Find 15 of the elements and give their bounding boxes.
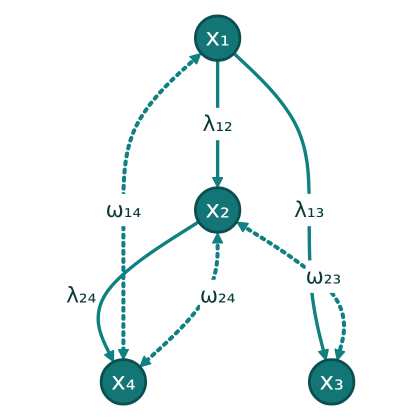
edge-label: ω₁₄	[106, 196, 142, 222]
edge-label: λ₁₃	[294, 196, 324, 222]
arrow	[117, 52, 202, 360]
arrow	[236, 222, 346, 361]
node-circle: x₂	[194, 186, 242, 234]
edge-label: ω₂₃	[306, 263, 342, 289]
arrow	[96, 220, 200, 362]
edge-label: ω₂₄	[200, 282, 236, 308]
node-circle: x₁	[194, 14, 242, 62]
node-circle: x₄	[100, 358, 148, 406]
edge-label: λ₂₄	[66, 282, 96, 308]
arrow	[232, 52, 330, 361]
arrow	[139, 232, 224, 368]
node-circle: x₃	[308, 358, 356, 406]
edge-label: λ₁₂	[202, 110, 233, 136]
